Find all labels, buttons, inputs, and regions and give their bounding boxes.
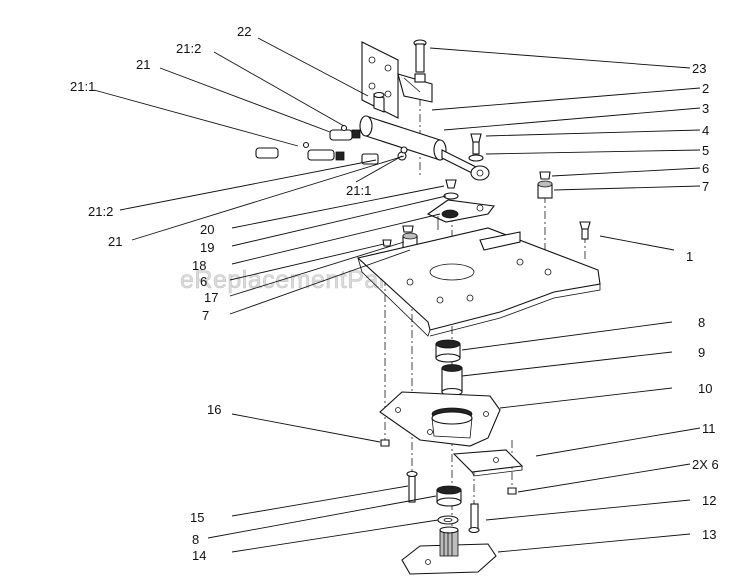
main-mounting-plate	[356, 227, 601, 337]
callout-labels: 23 2 3 4 5 6 7 1 8 9 10 11 2X 6 12 13 22…	[70, 24, 719, 563]
lower-housing-plate	[379, 391, 501, 447]
bolt-part-12	[468, 503, 480, 534]
spacer-sleeve	[441, 364, 463, 397]
callout-5: 5	[702, 143, 709, 158]
bolt-part-23	[413, 39, 427, 83]
nut-part-16	[380, 439, 390, 447]
nut-part-6-pair	[507, 487, 517, 495]
callout-8-lower: 8	[192, 532, 199, 547]
callout-2x6: 2X 6	[692, 457, 719, 472]
bolt-and-spacer-right	[537, 171, 553, 199]
washer-part-14	[437, 515, 459, 525]
bolt-part-15	[406, 470, 418, 503]
callout-23: 23	[692, 61, 706, 76]
leader-lines	[93, 37, 701, 553]
callout-12: 12	[702, 493, 716, 508]
bearing-upper	[435, 339, 461, 363]
bolt-part-1	[579, 221, 591, 240]
callout-3: 3	[702, 101, 709, 116]
callout-10: 10	[698, 381, 712, 396]
callout-21-2-lower: 21:2	[88, 204, 113, 219]
callout-7-upper: 7	[702, 179, 709, 194]
callout-6-lower: 6	[200, 274, 207, 289]
callout-21-lower: 21	[108, 234, 122, 249]
hose-fittings	[255, 124, 408, 165]
callout-20: 20	[200, 222, 214, 237]
pivot-arm-assembly	[426, 179, 496, 230]
callout-14: 14	[192, 548, 206, 563]
callout-1: 1	[686, 249, 693, 264]
callout-13: 13	[702, 527, 716, 542]
callout-19: 19	[200, 240, 214, 255]
pivot-bolt-and-washer	[468, 133, 484, 162]
callout-16: 16	[207, 402, 221, 417]
spindle-shaft	[401, 526, 497, 575]
callout-21-1-lower: 21:1	[346, 183, 371, 198]
callout-21-upper: 21	[136, 57, 150, 72]
callout-11: 11	[702, 421, 716, 436]
callout-18: 18	[192, 258, 206, 273]
callout-8-upper: 8	[698, 315, 705, 330]
callout-21-2-upper: 21:2	[176, 41, 201, 56]
callout-7-lower: 7	[202, 308, 209, 323]
stop-bracket	[452, 449, 524, 477]
callout-9: 9	[698, 345, 705, 360]
callout-6-upper: 6	[702, 161, 709, 176]
callout-17: 17	[204, 290, 218, 305]
callout-21-1-upper: 21:1	[70, 79, 95, 94]
mounting-bracket	[361, 41, 433, 119]
callout-22: 22	[237, 24, 251, 39]
callout-15: 15	[190, 510, 204, 525]
bearing-lower	[436, 485, 462, 507]
hydraulic-cylinder	[359, 91, 490, 181]
callout-4: 4	[702, 123, 709, 138]
callout-2: 2	[702, 81, 709, 96]
